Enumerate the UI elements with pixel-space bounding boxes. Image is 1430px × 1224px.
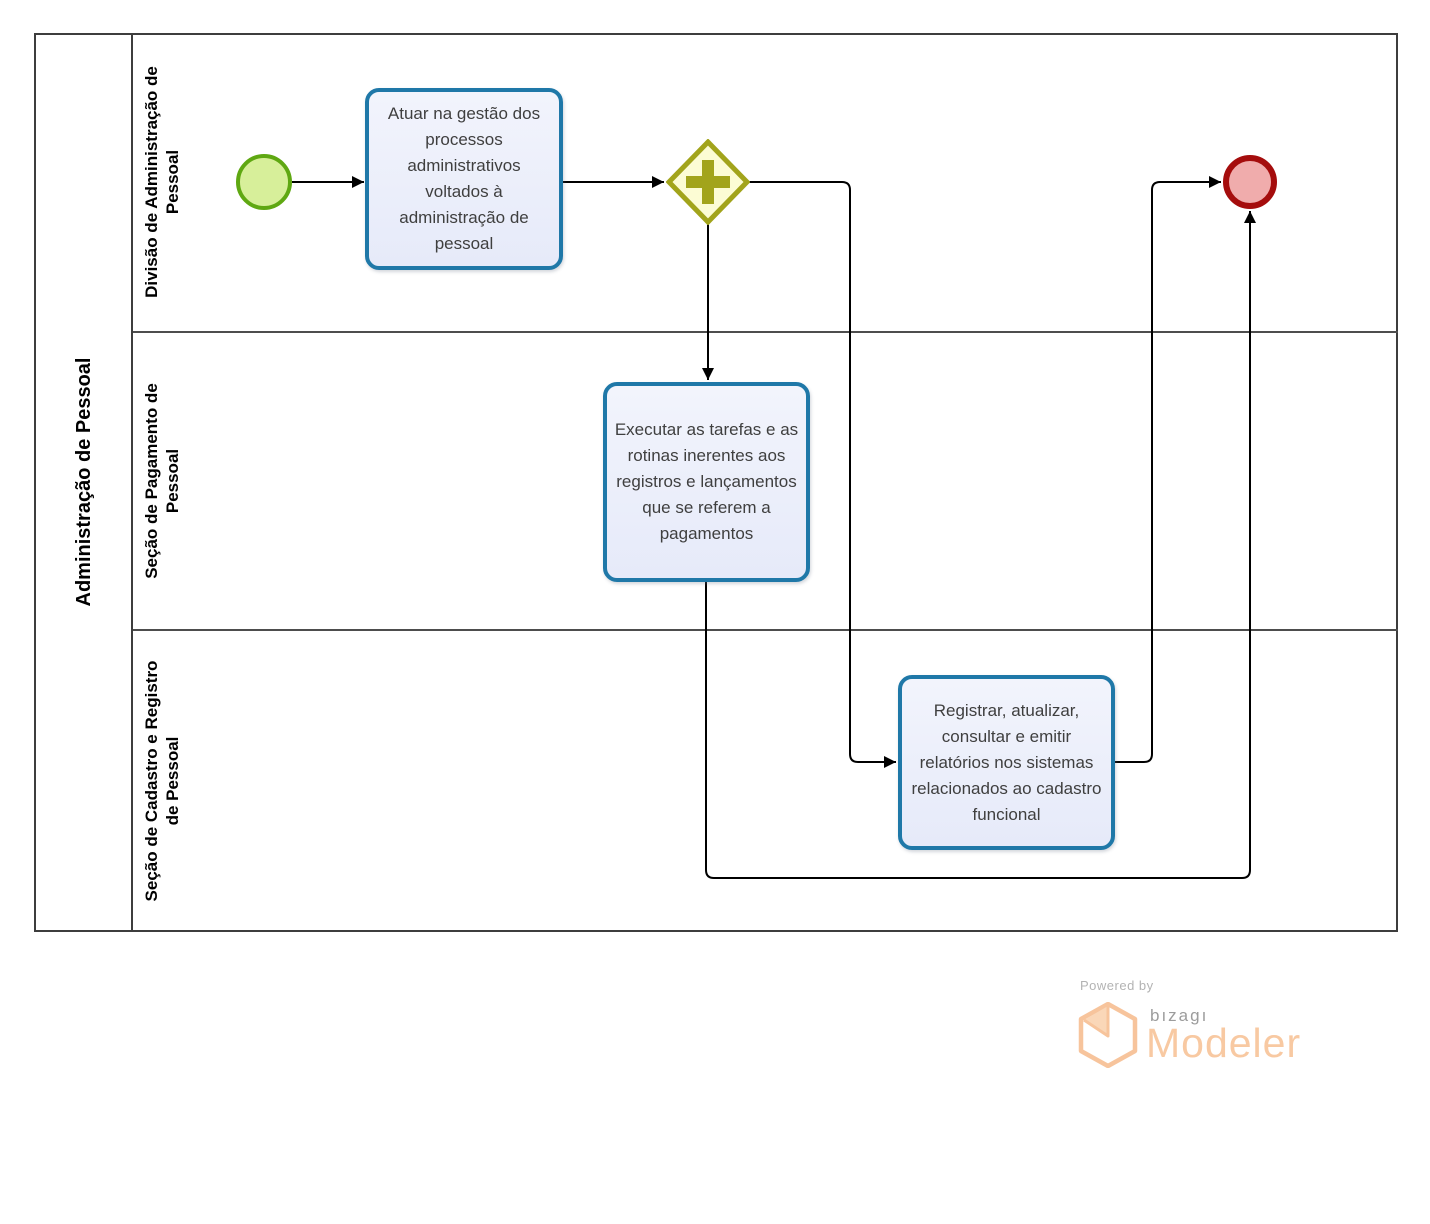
end-event-icon bbox=[1223, 155, 1277, 209]
task-registrar-atualizar: Registrar, atualizar, consultar e emitir… bbox=[898, 675, 1115, 850]
task-atuar-na-gestao: Atuar na gestão dos processos administra… bbox=[365, 88, 563, 270]
flow-gateway-to-task3 bbox=[748, 181, 896, 768]
lane-separator-2 bbox=[133, 629, 1398, 631]
pool-title-strip bbox=[34, 33, 133, 932]
parallel-gateway-icon bbox=[666, 139, 750, 225]
start-event-icon bbox=[236, 154, 292, 210]
task-label: Atuar na gestão dos processos administra… bbox=[387, 104, 541, 253]
flow-task3-to-end bbox=[1115, 176, 1221, 763]
lane-separator-1 bbox=[133, 331, 1398, 333]
flow-task2-to-end bbox=[705, 211, 1256, 879]
task-executar-tarefas: Executar as tarefas e as rotinas inerent… bbox=[603, 382, 810, 582]
bizagi-logo-icon bbox=[1078, 1002, 1138, 1068]
modeler-brand-text: Modeler bbox=[1146, 1020, 1302, 1066]
bizagi-brand-text: bızagı bbox=[1150, 1006, 1209, 1025]
task-label: Executar as tarefas e as rotinas inerent… bbox=[614, 420, 799, 543]
powered-by-text: Powered by bbox=[1080, 978, 1154, 993]
task-label: Registrar, atualizar, consultar e emitir… bbox=[911, 700, 1102, 824]
